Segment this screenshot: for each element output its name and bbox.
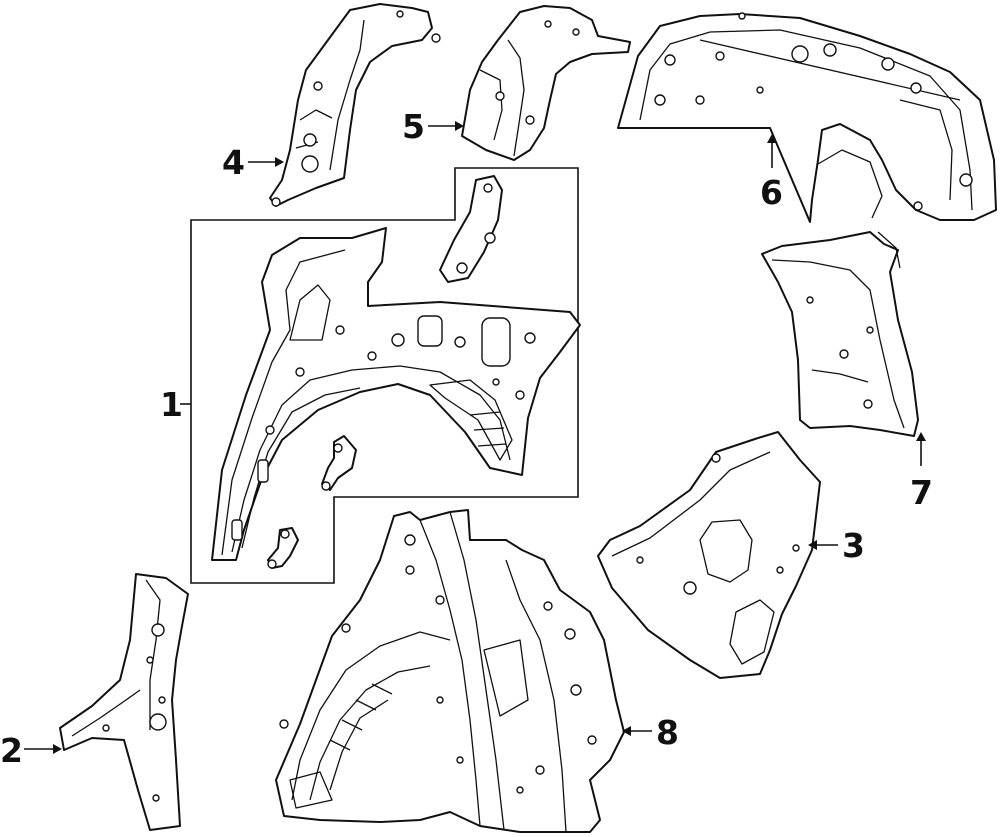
part-7-pillar-extension xyxy=(761,231,919,437)
part-3-wheelhouse-liner xyxy=(597,431,821,679)
callout-4: 4 xyxy=(222,143,245,182)
part-6-inner-wheelhouse xyxy=(617,12,997,223)
part-5-bracket-panel xyxy=(461,5,631,161)
part-1-upper-bracket xyxy=(439,175,503,283)
callout-7: 7 xyxy=(910,473,933,512)
assembly-1-frame xyxy=(190,167,579,584)
callout-3: 3 xyxy=(842,526,865,565)
callout-leaders xyxy=(24,121,926,754)
part-8-outer-wheelhouse xyxy=(275,509,625,833)
callout-1: 1 xyxy=(160,385,183,424)
part-2-pillar-reinforcement xyxy=(59,573,189,831)
callout-8: 8 xyxy=(656,713,679,752)
part-1-inner-quarter-panel xyxy=(211,227,581,561)
part-4-upper-pillar-panel xyxy=(269,3,441,207)
callout-2: 2 xyxy=(0,731,23,770)
callout-5: 5 xyxy=(402,107,425,146)
part-1-clip-brackets xyxy=(267,435,357,569)
callout-6: 6 xyxy=(760,173,783,212)
